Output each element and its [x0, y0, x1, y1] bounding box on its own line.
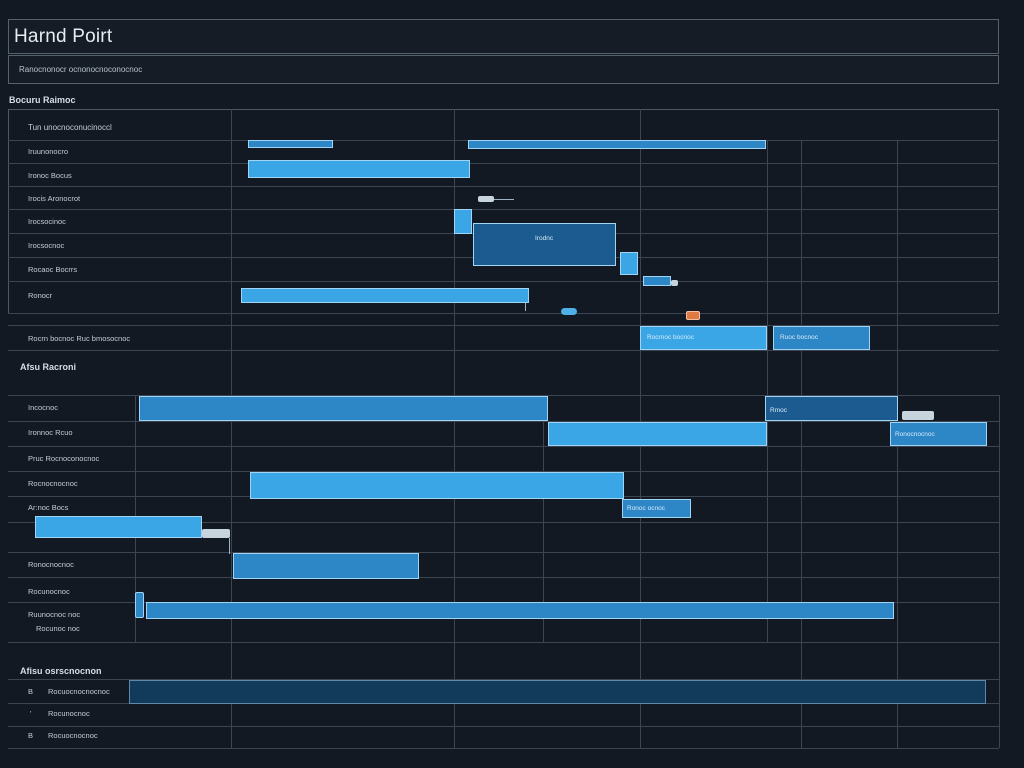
gantt-bar[interactable]: [241, 288, 529, 303]
bottom-row-marker: B: [28, 731, 34, 740]
title-bar: Harnd Poirt: [8, 19, 999, 54]
section-label-mid: Afsu Racroni: [20, 362, 77, 372]
gantt-bar-label: Ruoc bocnoc: [780, 334, 818, 341]
gantt-bar-summary[interactable]: [129, 680, 986, 704]
gantt-bar[interactable]: [468, 140, 766, 149]
gantt-bar[interactable]: Ronoc ocnoc: [622, 499, 691, 518]
top-row-label: Iruunonocro: [28, 147, 69, 156]
gantt-bar-long[interactable]: [146, 602, 894, 619]
mid-row-label: Rocnocnocnoc: [28, 479, 78, 488]
mid-row-label: Incocnoc: [28, 403, 59, 412]
gantt-bar[interactable]: [233, 553, 419, 579]
top-row-label: Rocaoc Bocrrs: [28, 265, 78, 274]
dependency-connector: [229, 538, 230, 554]
gantt-bar-label: Irodnc: [535, 235, 554, 242]
page-subtitle: Ranocnonocr ocnonocnoconocnoc: [19, 65, 143, 74]
page-title: Harnd Poirt: [14, 26, 113, 47]
dependency-connector: [494, 199, 514, 200]
gantt-bar[interactable]: [139, 396, 548, 421]
gantt-bar-label: Rmoc: [770, 407, 787, 414]
mid-row-label: Pruc Rocnoconocnoc: [28, 454, 100, 463]
top-row-label: Ronocr: [28, 291, 53, 300]
milestone-marker[interactable]: [902, 411, 934, 420]
gantt-bar[interactable]: Rocrnoc bocnoc: [640, 326, 767, 350]
gantt-bar[interactable]: Ronocnocnoc: [890, 422, 987, 446]
top-panel-header: Tun unocnoconucinoccl: [28, 123, 112, 132]
bottom-row-label: Rocuocnocnocnoc: [48, 687, 110, 696]
milestone-marker[interactable]: [478, 196, 494, 202]
dependency-connector: [525, 303, 526, 311]
gantt-bar[interactable]: [620, 252, 638, 275]
bottom-row-marker: ': [30, 709, 32, 718]
gantt-bar-selected[interactable]: Irodnc: [473, 223, 616, 266]
gantt-bar-label: Rocrnoc bocnoc: [647, 334, 694, 341]
gantt-bar[interactable]: [248, 160, 470, 178]
milestone-marker[interactable]: [135, 592, 144, 618]
gantt-bar[interactable]: [248, 140, 333, 148]
milestone-marker[interactable]: [561, 308, 577, 315]
gantt-bar[interactable]: [250, 472, 624, 499]
bottom-row-label: Rocunocnoc: [48, 709, 90, 718]
milestone-marker-orange[interactable]: [686, 311, 700, 320]
mid-row-label: Ar:noc Bocs: [28, 503, 69, 512]
milestone-marker[interactable]: [202, 529, 230, 538]
top-row-label: Ironoc Bocus: [28, 171, 72, 180]
subtitle-bar: Ranocnonocr ocnonocnoconocnoc: [8, 55, 999, 84]
top-row-label: Irocsocnoc: [28, 241, 65, 250]
gantt-bar[interactable]: [548, 422, 767, 446]
gantt-bar[interactable]: [35, 516, 202, 538]
gantt-bar-label: Ronoc ocnoc: [627, 505, 665, 512]
gantt-bar[interactable]: [643, 276, 671, 286]
bottom-row-label: Rocuocnocnoc: [48, 731, 98, 740]
mid-row-label: Ruunocnoc noc: [28, 610, 81, 619]
gantt-bar[interactable]: Rmoc: [765, 396, 898, 421]
gantt-bar-label: Ronocnocnoc: [895, 431, 935, 438]
top-row-label: Irocsocinoc: [28, 217, 66, 226]
top-footer-row-label: Rocrn bocnoc Ruc bmosocnoc: [28, 334, 131, 343]
gantt-bar[interactable]: Ruoc bocnoc: [773, 326, 870, 350]
section-label-top: Bocuru Raimoc: [9, 95, 76, 105]
milestone-marker[interactable]: [671, 280, 678, 286]
mid-row-label: Rocunocnoc: [28, 587, 70, 596]
bottom-row-marker: B: [28, 687, 34, 696]
gantt-bar[interactable]: [454, 209, 472, 234]
top-row-label: Irocis Aronocrot: [28, 194, 81, 203]
section-label-bottom: Afisu osrscnocnon: [20, 666, 102, 676]
mid-row-label: Ironnoc Rcuo: [28, 428, 73, 437]
mid-row-label: Rocunoc noc: [36, 624, 80, 633]
mid-row-label: Ronocnocnoc: [28, 560, 74, 569]
